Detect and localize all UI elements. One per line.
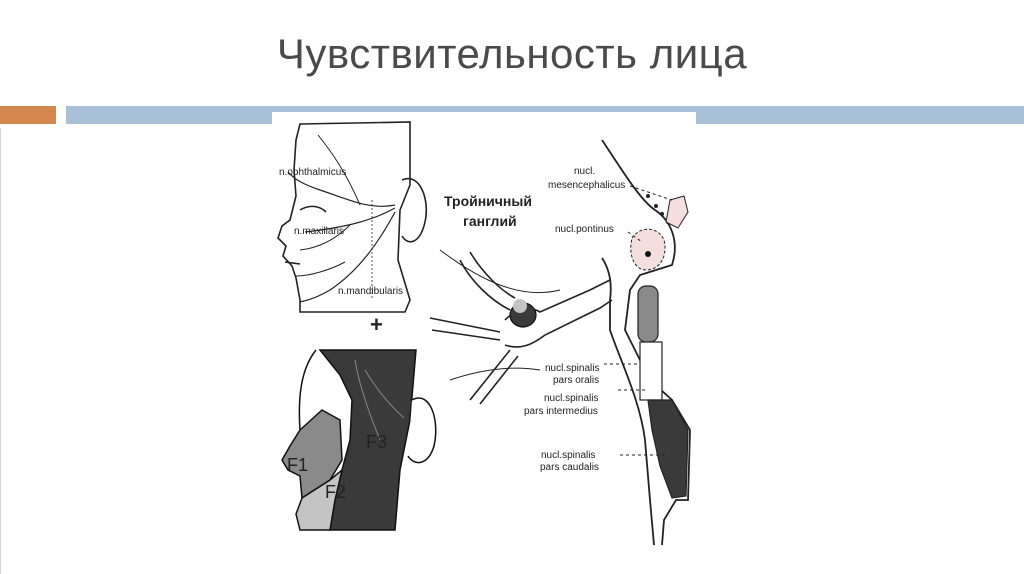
ganglion-center	[513, 299, 527, 313]
spinal-intermedius	[639, 341, 663, 401]
label-intermed-1: nucl.spinalis	[544, 393, 598, 404]
label-ganglion-1: Тройничный	[444, 193, 532, 209]
label-ophthalmicus: n.ophthalmicus	[279, 167, 346, 178]
leader-lines	[604, 185, 673, 456]
label-mandibularis: n.mandibularis	[338, 286, 403, 297]
label-pontinus: nucl.pontinus	[555, 224, 614, 235]
label-maxillaris: n.maxillaris	[294, 226, 344, 237]
plus-sign: +	[370, 312, 383, 337]
label-ganglion-2: ганглий	[463, 213, 517, 229]
label-f3: F3	[366, 432, 387, 452]
pontine-dot	[645, 251, 651, 257]
label-caudalis-1: nucl.spinalis	[541, 450, 595, 461]
label-f1: F1	[287, 455, 308, 475]
zone-f2	[295, 467, 344, 531]
spinal-oralis	[637, 285, 659, 343]
head-nerve-branches	[277, 121, 427, 313]
spinal-caudalis	[647, 399, 689, 499]
label-oralis-1: nucl.spinalis	[545, 363, 599, 374]
slide-title: Чувствительность лица	[276, 30, 748, 77]
label-caudalis-2: pars caudalis	[540, 462, 599, 473]
label-mesenceph-2: mesencephalicus	[548, 180, 625, 191]
nucleus-mesenceph	[665, 195, 689, 229]
head-zones	[281, 349, 437, 531]
nucleus-pontinus	[630, 228, 666, 271]
label-mesenceph-1: nucl.	[574, 166, 595, 177]
label-oralis-2: pars oralis	[553, 375, 599, 386]
slide-left-frame	[0, 128, 9, 574]
label-f2: F2	[325, 482, 346, 502]
accent-bar-orange	[0, 106, 56, 124]
label-intermed-2: pars intermedius	[524, 406, 598, 417]
